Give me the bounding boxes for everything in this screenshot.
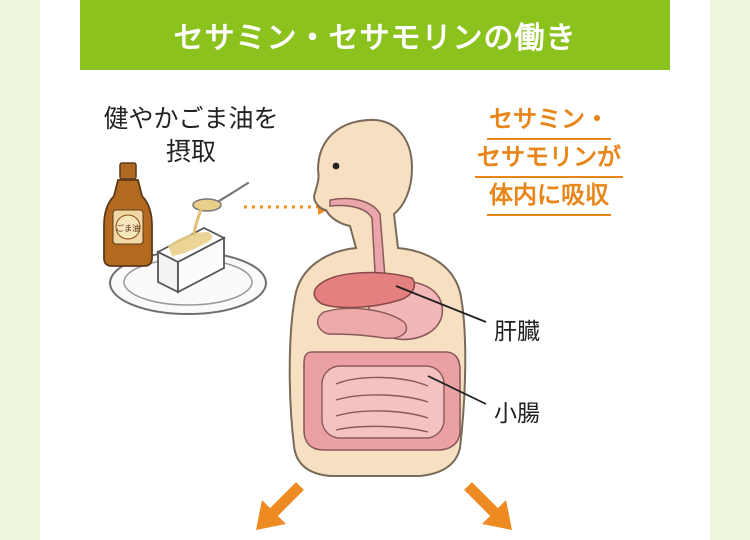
spoon <box>192 181 250 236</box>
absorption-caption-line-3: 体内に吸収 <box>487 178 611 216</box>
duodenum <box>317 307 408 339</box>
tofu-block <box>156 226 226 294</box>
arrow-down-left <box>256 482 304 530</box>
small-intestine-leader-line <box>427 375 487 405</box>
absorption-caption-line-2: セサモリンが <box>475 140 623 178</box>
title-text: セサミン・セサモリンの働き <box>173 21 577 56</box>
arrow-down-right <box>464 482 512 530</box>
small-intestine-label: 小腸 <box>494 401 540 427</box>
liver-leader-line <box>395 285 487 323</box>
absorption-caption: セサミン・ セサモリンが 体内に吸収 <box>456 102 642 216</box>
liver-label: 肝臓 <box>494 319 540 345</box>
eye <box>332 162 340 170</box>
liver <box>313 271 416 309</box>
intake-caption-line-2: 摂取 <box>165 137 216 166</box>
intake-caption-line-1: 健やかごま油を <box>103 104 279 133</box>
absorption-caption-line-1: セサミン・ <box>487 102 611 140</box>
sesame-oil-bottle: ごま油 <box>103 162 153 267</box>
small-intestine <box>321 365 445 439</box>
bottle-label: ごま油 <box>116 223 140 233</box>
title-banner: セサミン・セサモリンの働き <box>80 0 670 70</box>
intake-caption: 健やかごま油を 摂取 <box>80 102 302 168</box>
